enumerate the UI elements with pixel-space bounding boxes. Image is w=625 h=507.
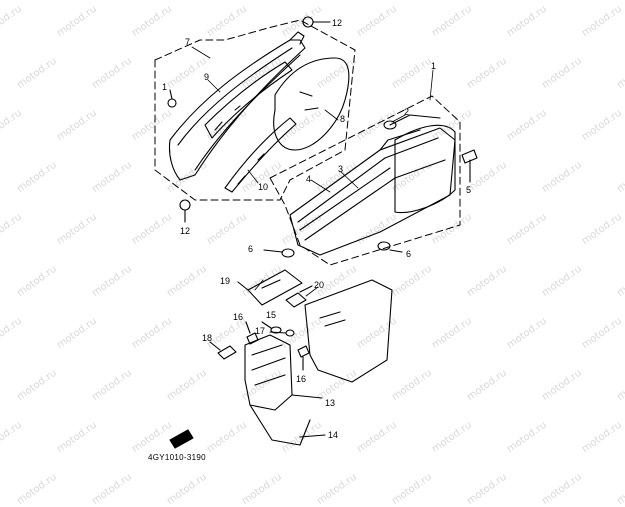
collar-6-right: [377, 241, 403, 253]
right-side-cover: [289, 127, 456, 256]
callout-5: 5: [466, 185, 471, 195]
callout-17: 17: [255, 326, 265, 336]
callout-12-top: 12: [332, 18, 342, 28]
callout-16-left: 16: [233, 312, 243, 322]
left-side-cover: [168, 31, 306, 181]
clip-18: [209, 341, 237, 360]
bracket-14: [249, 404, 326, 446]
callout-13: 13: [325, 398, 335, 408]
collar-17: [269, 329, 295, 337]
callout-18: 18: [202, 333, 212, 343]
collar-6-left: [263, 248, 295, 258]
left-cover-emblem: [204, 61, 293, 139]
label-20: [285, 285, 313, 308]
callout-4: 4: [306, 174, 311, 184]
left-number-plate: [273, 57, 350, 151]
watermark-text: motod.ru: [465, 471, 509, 507]
screw-12-bottom: [179, 199, 191, 223]
leader-lines: [191, 46, 434, 297]
watermark-text: motod.ru: [240, 471, 284, 507]
grommet-2: [383, 114, 441, 130]
left-group-outline: [154, 19, 356, 201]
callout-3: 3: [338, 164, 343, 174]
bolt-5: [461, 149, 478, 183]
bolt-16-left: [245, 321, 259, 345]
callout-12-bottom: 12: [180, 226, 190, 236]
callout-15: 15: [266, 310, 276, 320]
callout-2: 2: [404, 107, 409, 117]
callout-7: 7: [185, 37, 190, 47]
watermark-text: motod.ru: [15, 471, 59, 507]
callout-10: 10: [258, 182, 268, 192]
screw-1-left: [167, 89, 177, 108]
watermark-text: motod.ru: [540, 471, 584, 507]
callout-19: 19: [220, 276, 230, 286]
callout-6-right: 6: [406, 249, 411, 259]
exploded-view: 7 9 1 12 8 10 12 1 2 3 4 5 6 6 19 20 16 …: [148, 16, 478, 462]
rear-shroud: [304, 279, 393, 383]
screw-12-top: [302, 16, 331, 28]
watermark-text: motod.ru: [315, 471, 359, 507]
grommet-15: [261, 321, 282, 334]
callout-6-left: 6: [248, 244, 253, 254]
watermark-text: motod.ru: [615, 471, 625, 507]
drawing-code: 4GY1010-3190: [148, 453, 206, 462]
watermark-text: motod.ru: [165, 471, 209, 507]
bolt-16-right: [297, 345, 310, 371]
callout-14: 14: [328, 430, 338, 440]
callout-8: 8: [340, 114, 345, 124]
watermark-text: motod.ru: [90, 471, 134, 507]
right-group-outline: [269, 95, 461, 266]
callout-20: 20: [314, 280, 324, 290]
callout-9: 9: [204, 72, 209, 82]
callout-1-right: 1: [431, 61, 436, 71]
callout-1-left: 1: [162, 82, 167, 92]
left-cover-trim: [224, 117, 297, 193]
bracket-13: [244, 334, 323, 411]
forward-arrow-icon: [169, 429, 194, 449]
callout-16-right: 16: [296, 374, 306, 384]
watermark-text: motod.ru: [390, 471, 434, 507]
parts-diagram: motod.ru motod.ru motod.ru motod.ru motod.ru…: [0, 4, 625, 507]
plate-19: [237, 269, 303, 306]
right-number-plate: [394, 124, 456, 214]
